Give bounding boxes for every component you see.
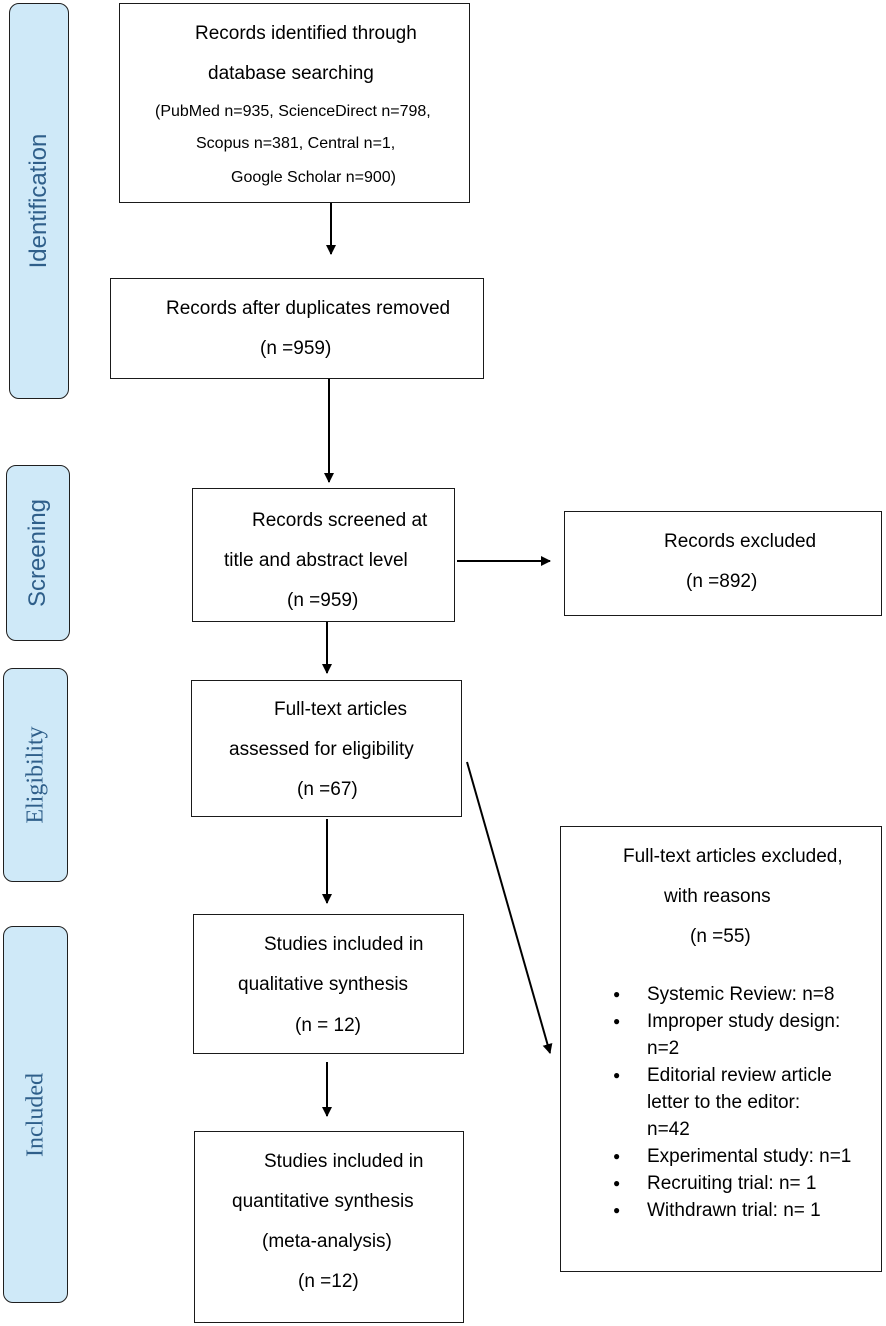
records-screened-line1: Records screened at — [252, 510, 428, 531]
records-screened-box: Records screened at title and abstract l… — [192, 488, 455, 622]
fulltext-excluded-count: (n =55) — [690, 926, 751, 947]
reason-improper-design: Improper study design: — [613, 1008, 851, 1035]
reason-improper-design-count: n=2 — [647, 1038, 680, 1059]
qualitative-count: (n = 12) — [295, 1015, 362, 1036]
fulltext-assessed-box: Full-text articles assessed for eligibil… — [191, 680, 462, 817]
exclusion-reasons-list: Systemic Review: n=8 Improper study desi… — [613, 981, 851, 1224]
records-excluded-label: Records excluded — [664, 531, 817, 552]
quantitative-count: (n =12) — [298, 1271, 359, 1292]
duplicates-removed-box: Records after duplicates removed (n =959… — [110, 278, 484, 379]
quantitative-line3: (meta-analysis) — [262, 1231, 392, 1252]
qualitative-synthesis-box: Studies included in qualitative synthesi… — [193, 914, 464, 1054]
fulltext-excluded-box: Full-text articles excluded, with reason… — [560, 826, 882, 1272]
fulltext-assessed-line1: Full-text articles — [274, 699, 408, 720]
records-screened-count: (n =959) — [287, 590, 359, 611]
duplicates-removed-count: (n =959) — [260, 338, 332, 359]
fulltext-excluded-line1: Full-text articles excluded, — [623, 846, 843, 867]
fulltext-excluded-line2: with reasons — [664, 886, 771, 907]
qualitative-line2: qualitative synthesis — [238, 974, 409, 995]
reason-editorial-cont: letter to the editor: — [647, 1092, 801, 1113]
reason-experimental: Experimental study: n=1 — [613, 1143, 851, 1170]
stage-eligibility: Eligibility — [3, 668, 68, 882]
quantitative-synthesis-box: Studies included in quantitative synthes… — [194, 1131, 464, 1323]
quantitative-line2: quantitative synthesis — [232, 1191, 414, 1212]
records-identified-sources-line1: (PubMed n=935, ScienceDirect n=798, — [155, 103, 431, 120]
records-screened-line2: title and abstract level — [224, 550, 408, 571]
stage-identification: Identification — [9, 3, 69, 399]
records-identified-line1: Records identified through — [195, 23, 417, 44]
records-identified-sources-line3: Google Scholar n=900) — [231, 169, 396, 186]
records-excluded-box: Records excluded (n =892) — [564, 511, 882, 616]
stage-screening: Screening — [6, 465, 70, 641]
qualitative-line1: Studies included in — [264, 934, 424, 955]
duplicates-removed-label: Records after duplicates removed — [166, 298, 451, 319]
stage-included: Included — [3, 926, 68, 1303]
reason-editorial-count: n=42 — [647, 1119, 690, 1140]
reason-recruiting: Recruiting trial: n= 1 — [613, 1170, 851, 1197]
arrow-fulltext-to-excluded — [466, 761, 553, 1054]
records-excluded-count: (n =892) — [686, 571, 758, 592]
records-identified-sources-line2: Scopus n=381, Central n=1, — [196, 135, 396, 152]
reason-systemic-review: Systemic Review: n=8 — [613, 981, 851, 1008]
fulltext-assessed-count: (n =67) — [297, 779, 358, 800]
records-identified-line2: database searching — [208, 63, 374, 84]
fulltext-assessed-line2: assessed for eligibility — [229, 739, 414, 760]
records-identified-box: Records identified through database sear… — [119, 3, 470, 203]
quantitative-line1: Studies included in — [264, 1151, 424, 1172]
reason-editorial: Editorial review article — [613, 1062, 851, 1089]
reason-withdrawn: Withdrawn trial: n= 1 — [613, 1197, 851, 1224]
